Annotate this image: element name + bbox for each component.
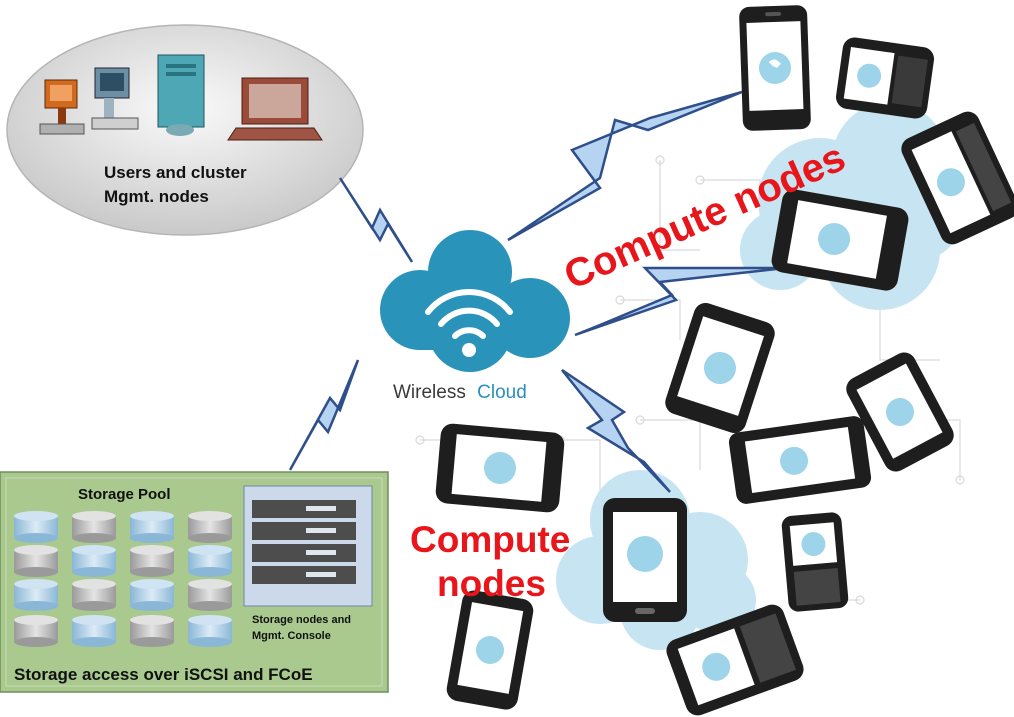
users-cluster-line2: Mgmt. nodes <box>104 187 209 206</box>
smartphone-icon <box>603 498 687 622</box>
disk-array <box>14 511 232 647</box>
users-cluster-group: Users and cluster Mgmt. nodes <box>6 24 364 236</box>
storage-pool-title: Storage Pool <box>78 486 171 503</box>
workstation-icon <box>91 67 139 130</box>
storage-disk-icon <box>72 615 116 647</box>
storage-disk-icon <box>188 579 232 611</box>
wireless-label-word2: Cloud <box>477 382 527 403</box>
wireless-label-word1: Wireless <box>393 382 466 403</box>
smartphone-icon <box>665 302 775 434</box>
storage-console-line1: Storage nodes and <box>252 614 351 626</box>
chat-icon <box>818 222 851 255</box>
wireless-cloud-label: Wireless Cloud <box>393 382 527 403</box>
compute-nodes-label-bottom-line1: Compute <box>410 519 570 560</box>
workstation-icon <box>39 79 85 135</box>
compute-nodes-label-bottom-line2: nodes <box>437 563 546 604</box>
smartphone-icon <box>771 189 909 291</box>
keyboard-phone-icon <box>666 604 804 716</box>
mail-icon <box>702 652 731 681</box>
keyboard-phone-icon <box>901 111 1014 245</box>
rss-icon <box>484 452 516 484</box>
storage-disk-icon <box>72 511 116 543</box>
storage-disk-icon <box>188 545 232 577</box>
server-icon <box>157 54 205 136</box>
storage-pool-group: Storage Pool <box>0 471 389 693</box>
keyboard-phone-icon <box>781 512 849 612</box>
storage-disk-icon <box>188 511 232 543</box>
smartphone-icon <box>728 416 872 504</box>
smartphone-icon <box>739 5 811 131</box>
storage-disk-icon <box>130 615 174 647</box>
document-icon <box>476 636 504 664</box>
phone-call-icon <box>768 59 781 68</box>
storage-disk-icon <box>14 579 58 611</box>
storage-disk-icon <box>130 511 174 543</box>
wireless-link-bolt <box>288 359 360 471</box>
server-rack-icon <box>243 485 373 607</box>
storage-disk-icon <box>188 615 232 647</box>
storage-footer: Storage access over iSCSI and FCoE <box>14 665 313 684</box>
storage-disk-icon <box>72 545 116 577</box>
mail-icon <box>936 168 965 197</box>
storage-disk-icon <box>14 545 58 577</box>
mobile-device-phones <box>435 5 1014 716</box>
keyboard-phone-icon <box>835 37 935 119</box>
storage-disk-icon <box>14 615 58 647</box>
wireless-link-bolt <box>338 177 414 263</box>
storage-disk-icon <box>130 545 174 577</box>
smartphone-icon <box>446 590 534 710</box>
storage-console-line2: Mgmt. Console <box>252 630 331 642</box>
wifi-cloud-icon <box>380 230 570 372</box>
smartphone-icon <box>435 423 565 513</box>
laptop-icon <box>227 77 323 141</box>
user-icon <box>627 536 663 572</box>
wireless-link-bolt <box>574 266 786 337</box>
users-cluster-line1: Users and cluster <box>104 163 247 182</box>
storage-disk-icon <box>72 579 116 611</box>
smartphone-icon <box>846 352 954 472</box>
storage-disk-icon <box>14 511 58 543</box>
wireless-link-bolt <box>561 368 671 493</box>
wifi-icon <box>704 352 736 384</box>
phone-call-icon <box>780 446 809 475</box>
storage-disk-icon <box>130 579 174 611</box>
